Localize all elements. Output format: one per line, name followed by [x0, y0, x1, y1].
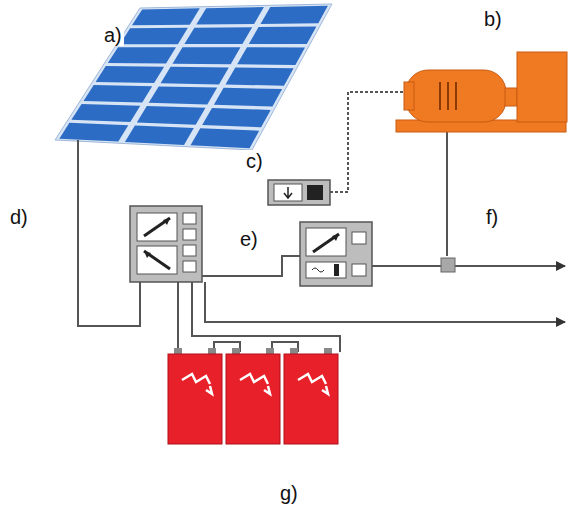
- generator-wire: [446, 128, 448, 256]
- solar-cell: [132, 8, 200, 25]
- solar-cell: [108, 47, 176, 63]
- inverter-wire: [372, 265, 441, 267]
- charge-controller: [130, 206, 202, 282]
- junction-box: [441, 258, 455, 272]
- solar-cell: [214, 88, 282, 107]
- battery: [324, 348, 332, 354]
- battery: [284, 354, 338, 444]
- battery: [266, 348, 274, 354]
- battery: [208, 348, 216, 354]
- battery: [168, 354, 222, 444]
- solar-cell: [84, 85, 153, 103]
- ac-output-wire: [455, 265, 565, 267]
- solar-cell: [120, 28, 188, 44]
- callout-letter: d): [8, 206, 30, 228]
- solar-cell: [137, 106, 206, 125]
- solar-panel: [55, 4, 332, 150]
- solar-cell: [173, 47, 241, 64]
- dc-output-wire: [205, 282, 565, 322]
- solar-cell: [191, 128, 260, 148]
- callout-letter: g): [278, 482, 300, 504]
- inverter: [300, 222, 372, 286]
- generator: [396, 52, 567, 132]
- callout-letter: f): [484, 206, 500, 228]
- battery: [298, 374, 328, 394]
- callout-letter: c): [244, 150, 265, 172]
- solar-cell: [202, 108, 271, 127]
- solar-cell: [261, 6, 328, 24]
- controller-inverter-wire: [200, 256, 300, 276]
- battery: [226, 354, 280, 444]
- battery: [232, 348, 240, 354]
- battery: [182, 374, 212, 394]
- battery: [290, 348, 298, 354]
- solar-cell: [149, 86, 218, 104]
- solar-cell: [237, 47, 305, 65]
- wires: [78, 92, 565, 352]
- solar-cell: [161, 67, 229, 85]
- battery-wire: [177, 282, 179, 352]
- battery: [240, 374, 270, 394]
- solar-cell: [226, 68, 294, 86]
- battery-wire: [192, 282, 340, 352]
- control-switch: [268, 180, 330, 205]
- solar-cell: [71, 104, 140, 122]
- control-wire: [330, 92, 404, 192]
- solar-cell: [184, 27, 252, 44]
- callout-letter: b): [482, 8, 504, 30]
- callout-letter: e): [238, 228, 260, 250]
- callout-letter: a): [102, 24, 124, 46]
- battery-bank: [168, 348, 338, 444]
- solar-cell: [59, 123, 128, 142]
- solar-cell: [249, 27, 317, 44]
- solar-cell: [196, 7, 264, 25]
- solar-cell: [125, 126, 194, 145]
- battery: [174, 348, 182, 354]
- solar-cell: [96, 66, 165, 83]
